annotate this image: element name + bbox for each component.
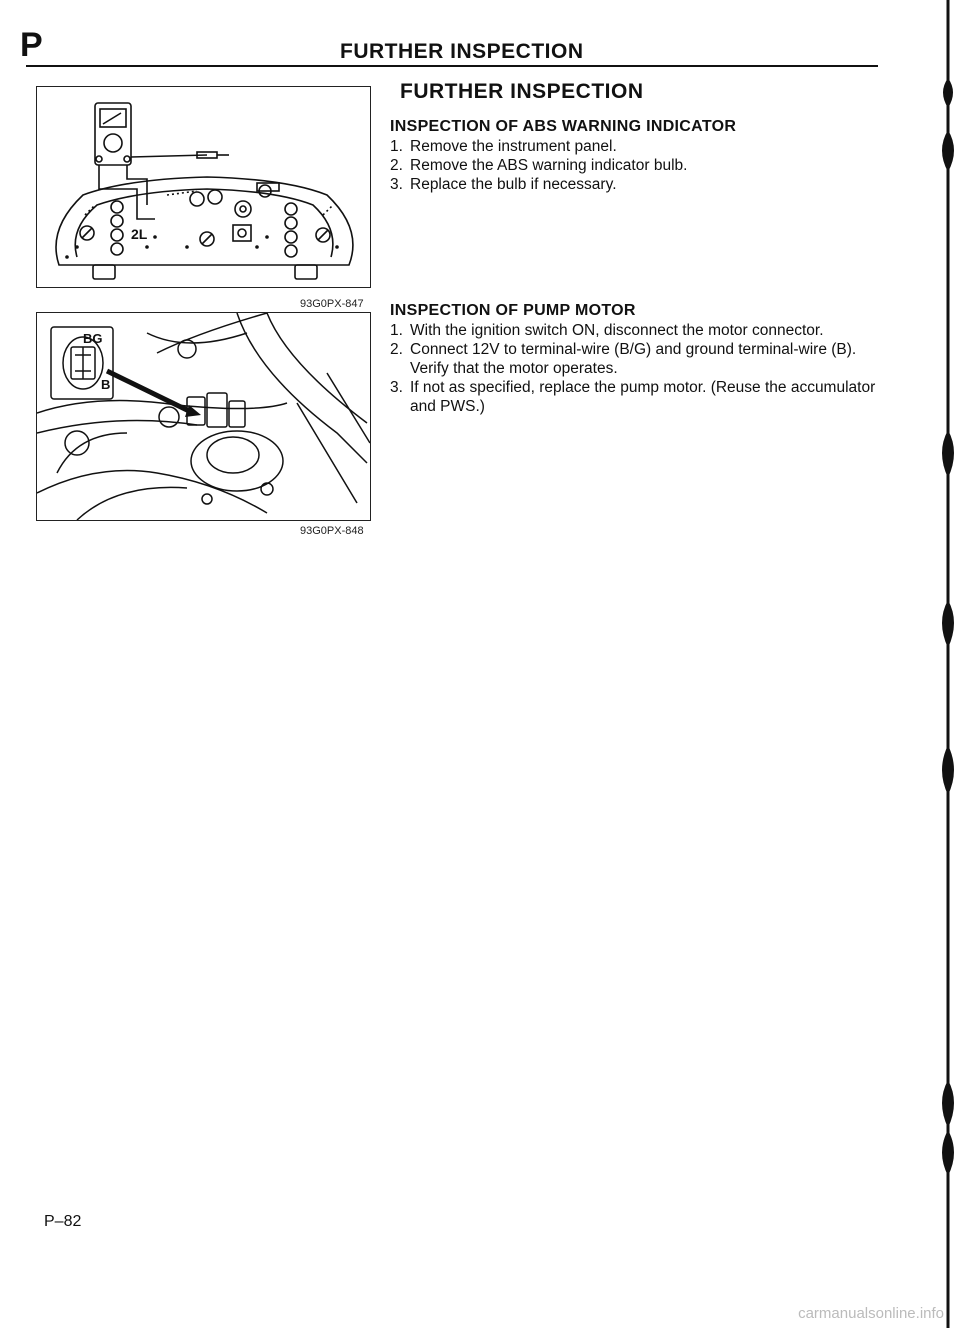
heading-pump-motor: INSPECTION OF PUMP MOTOR bbox=[390, 302, 636, 319]
label-bg: BG bbox=[83, 331, 103, 346]
main-title: FURTHER INSPECTION bbox=[400, 80, 644, 103]
binding-edge-marks bbox=[942, 0, 954, 1328]
figure-instrument-cluster: 2L bbox=[36, 86, 371, 288]
heading-abs-warning: INSPECTION OF ABS WARNING INDICATOR bbox=[390, 118, 737, 135]
watermark: carmanualsonline.info bbox=[798, 1305, 944, 1322]
list-item: 2.Connect 12V to terminal-wire (B/G) and… bbox=[390, 341, 857, 377]
list-item: 1.With the ignition switch ON, disconnec… bbox=[390, 322, 824, 339]
list-item: 3.If not as specified, replace the pump … bbox=[390, 379, 876, 415]
steps-pump-motor: 1.With the ignition switch ON, disconnec… bbox=[390, 321, 880, 416]
figure-code-848: 93G0PX-848 bbox=[300, 525, 364, 537]
figure-code-847: 93G0PX-847 bbox=[300, 298, 364, 310]
list-item: 2.Remove the ABS warning indicator bulb. bbox=[390, 157, 688, 174]
steps-abs-warning: 1.Remove the instrument panel. 2.Remove … bbox=[390, 137, 870, 194]
label-b: B bbox=[101, 377, 110, 392]
pump-motor-illustration: BG B bbox=[37, 313, 370, 520]
header-rule bbox=[26, 65, 878, 67]
list-item: 3.Replace the bulb if necessary. bbox=[390, 176, 617, 193]
instrument-cluster-illustration: 2L bbox=[55, 102, 354, 280]
section-letter: P bbox=[20, 26, 43, 64]
page-header-title: FURTHER INSPECTION bbox=[340, 40, 584, 63]
list-item: 1.Remove the instrument panel. bbox=[390, 138, 617, 155]
label-2l: 2L bbox=[131, 226, 148, 242]
page-number: P–82 bbox=[44, 1213, 82, 1230]
figure-pump-motor: BG B bbox=[36, 312, 371, 521]
